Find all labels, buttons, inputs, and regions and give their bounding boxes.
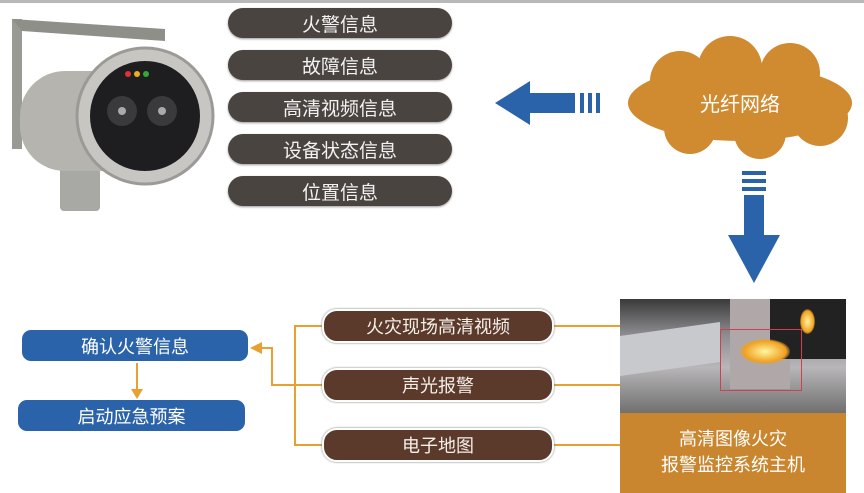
connectors [131,36,852,446]
action-confirm-fire-alarm: 确认火警信息 [22,330,248,361]
output-electronic-map: 电子地图 [322,428,554,462]
host-system-label: 高清图像火灾 报警监控系统主机 [620,413,846,493]
info-device-status: 设备状态信息 [228,134,452,164]
host-line2: 报警监控系统主机 [661,455,805,476]
orange-connectors [136,325,620,446]
arrow-down-icon [728,171,780,283]
arrow-left-small-icon [250,342,262,354]
fire-scene-photo [620,299,846,413]
network-label: 光纤网络 [700,92,780,116]
arrow-left-icon [495,81,600,125]
info-hd-video: 高清视频信息 [228,92,452,122]
cloud-shape [628,36,852,159]
output-sound-light-alarm: 声光报警 [322,368,554,402]
host-line1: 高清图像火灾 [679,429,787,450]
info-fire-alarm: 火警信息 [228,8,452,38]
info-location: 位置信息 [228,176,452,206]
fire-detector-camera-image [12,19,215,211]
action-start-emergency-plan: 启动应急预案 [18,400,245,431]
output-hd-video: 火灾现场高清视频 [322,309,554,343]
info-fault: 故障信息 [228,50,452,80]
arrow-down-small-icon [131,389,143,399]
